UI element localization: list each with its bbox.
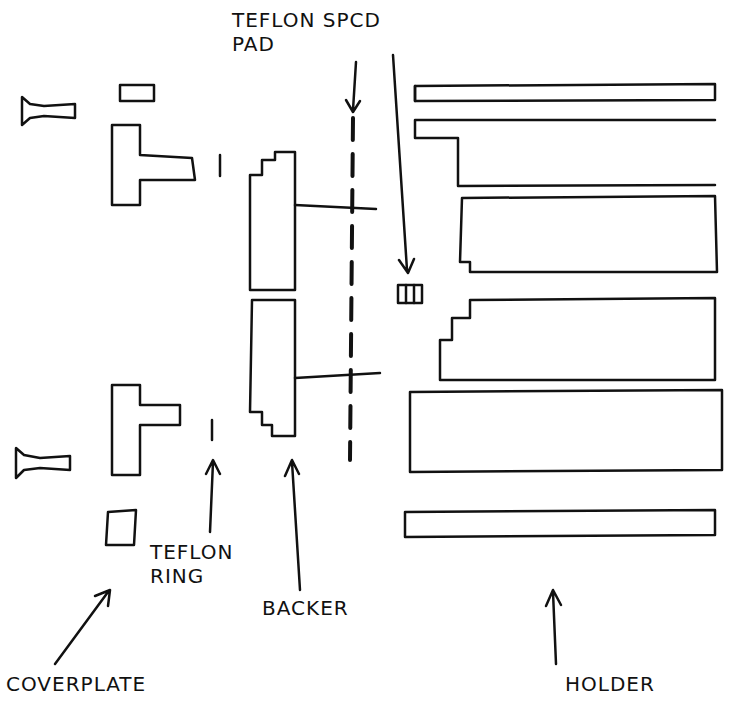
- coverplate-part: [112, 385, 180, 475]
- leader-arrow: [55, 55, 561, 664]
- holder-part: [405, 510, 715, 537]
- teflon-pad-block: [398, 285, 422, 303]
- backer-shaft: [295, 205, 376, 209]
- part-label: BACKER: [262, 596, 392, 620]
- holder-part: [414, 86, 417, 101]
- teflon-pad-block: [405, 285, 408, 303]
- coverplate-part: [112, 125, 195, 205]
- coverplate-part: [106, 510, 136, 545]
- holder-part: [460, 196, 717, 272]
- teflon-pad: [350, 118, 353, 460]
- teflon-ring: [219, 155, 222, 176]
- backer-shaft: [295, 373, 380, 378]
- part-label: TEFLON RING: [150, 540, 260, 588]
- holder-part: [415, 120, 715, 186]
- part-label: COVERPLATE: [6, 672, 206, 696]
- part-label: HOLDER: [565, 672, 725, 696]
- screw: [22, 97, 75, 125]
- teflon-pad-block: [413, 285, 416, 303]
- part-label: TEFLON SPCD PAD: [232, 8, 392, 56]
- holder-part: [440, 298, 715, 380]
- screw: [16, 448, 70, 478]
- teflon-ring: [211, 420, 214, 440]
- holder-part: [415, 84, 715, 101]
- backer-part: [250, 152, 295, 290]
- holder-part: [410, 390, 722, 472]
- coverplate-part: [120, 85, 154, 101]
- backer-part: [250, 300, 295, 436]
